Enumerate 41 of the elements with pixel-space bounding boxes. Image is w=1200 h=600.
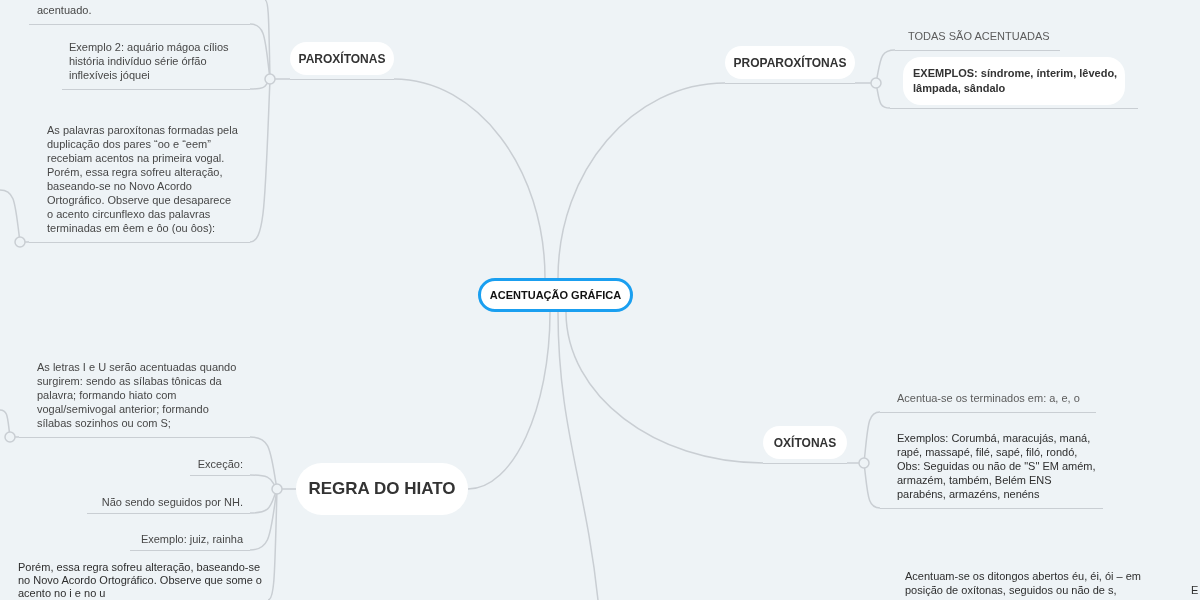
note-text: Exceção: [190,456,250,476]
connector-line [267,493,278,600]
connector-line [393,78,546,279]
connector-line [557,82,726,279]
connector-line [0,189,21,238]
connector-line [557,311,599,600]
connector-line [249,493,277,551]
connector-line [863,467,881,509]
note-text: As palavras paroxítonas formadas pela duplicação dos pares “oo e “eem” recebiam acentos na primeira vogal. Porém, essa regra sofreu alteração, baseando-se no Novo Acordo Ortográfico. Observe que desaparece o acento circunflexo das palavras terminadas em êem e ôo (ou ôos): [29,122,250,243]
connector-line [14,236,30,248]
note-text: TODAS SÃO ACENTUADAS [895,28,1060,51]
connector-line [863,411,881,459]
note-text: Não sendo seguidos por NH. [87,494,250,514]
connector-line [264,73,291,85]
connector-line [467,311,551,490]
connector-line [271,483,297,495]
connector-line [854,77,882,89]
connector-line [846,457,870,469]
connector-line [249,83,271,243]
connector-line [876,87,891,109]
note-text: Acentuam-se os ditongos abertos éu, éi, ói – em posição de oxítonas, seguidos ou não de s, [897,569,1159,597]
connector-line [249,436,277,485]
branch-topic: REGRA DO HIATO [296,463,468,515]
note-text: Porém, essa regra sofreu alteração, baseando-se no Novo Acordo Ortográfico. Observe que some o acento no i e no u [12,561,268,600]
connector-line [249,492,276,514]
note-text: Exemplo 2: aquário mágoa cílios história indivíduo série órfão inflexíveis jóquei [62,39,250,90]
connector-line [4,431,20,443]
connector-line [249,82,268,90]
note-text: As letras I e U serão acentuadas quando surgirem: sendo as sílabas tônicas da palavra; formando hiato com vogal/semivogal anterior; formando sílabas sozinhos ou com S; [19,359,250,438]
note-text: Exemplo: juiz, rainha [130,531,250,551]
connector-line [249,23,271,75]
connector-line [264,0,271,75]
connector-line [249,474,276,486]
connector-line [0,409,11,433]
partial-text: E [1191,583,1199,597]
note-text: Acentua-se os terminados em: a, e, o [880,390,1096,413]
note-text: Exemplos: Corumbá, maracujás, maná, rapé, massapé, filé, sapé, filó, rondó, Obs: Seguidas ou não de "S" EM amém, armazém, também, Belém ENS parabéns, armazéns, nenéns [880,430,1103,509]
connector-line [565,311,764,464]
central-topic: ACENTUAÇÃO GRÁFICA [478,278,633,312]
connector-line [876,49,896,79]
note-text: acentuado. [29,2,250,25]
